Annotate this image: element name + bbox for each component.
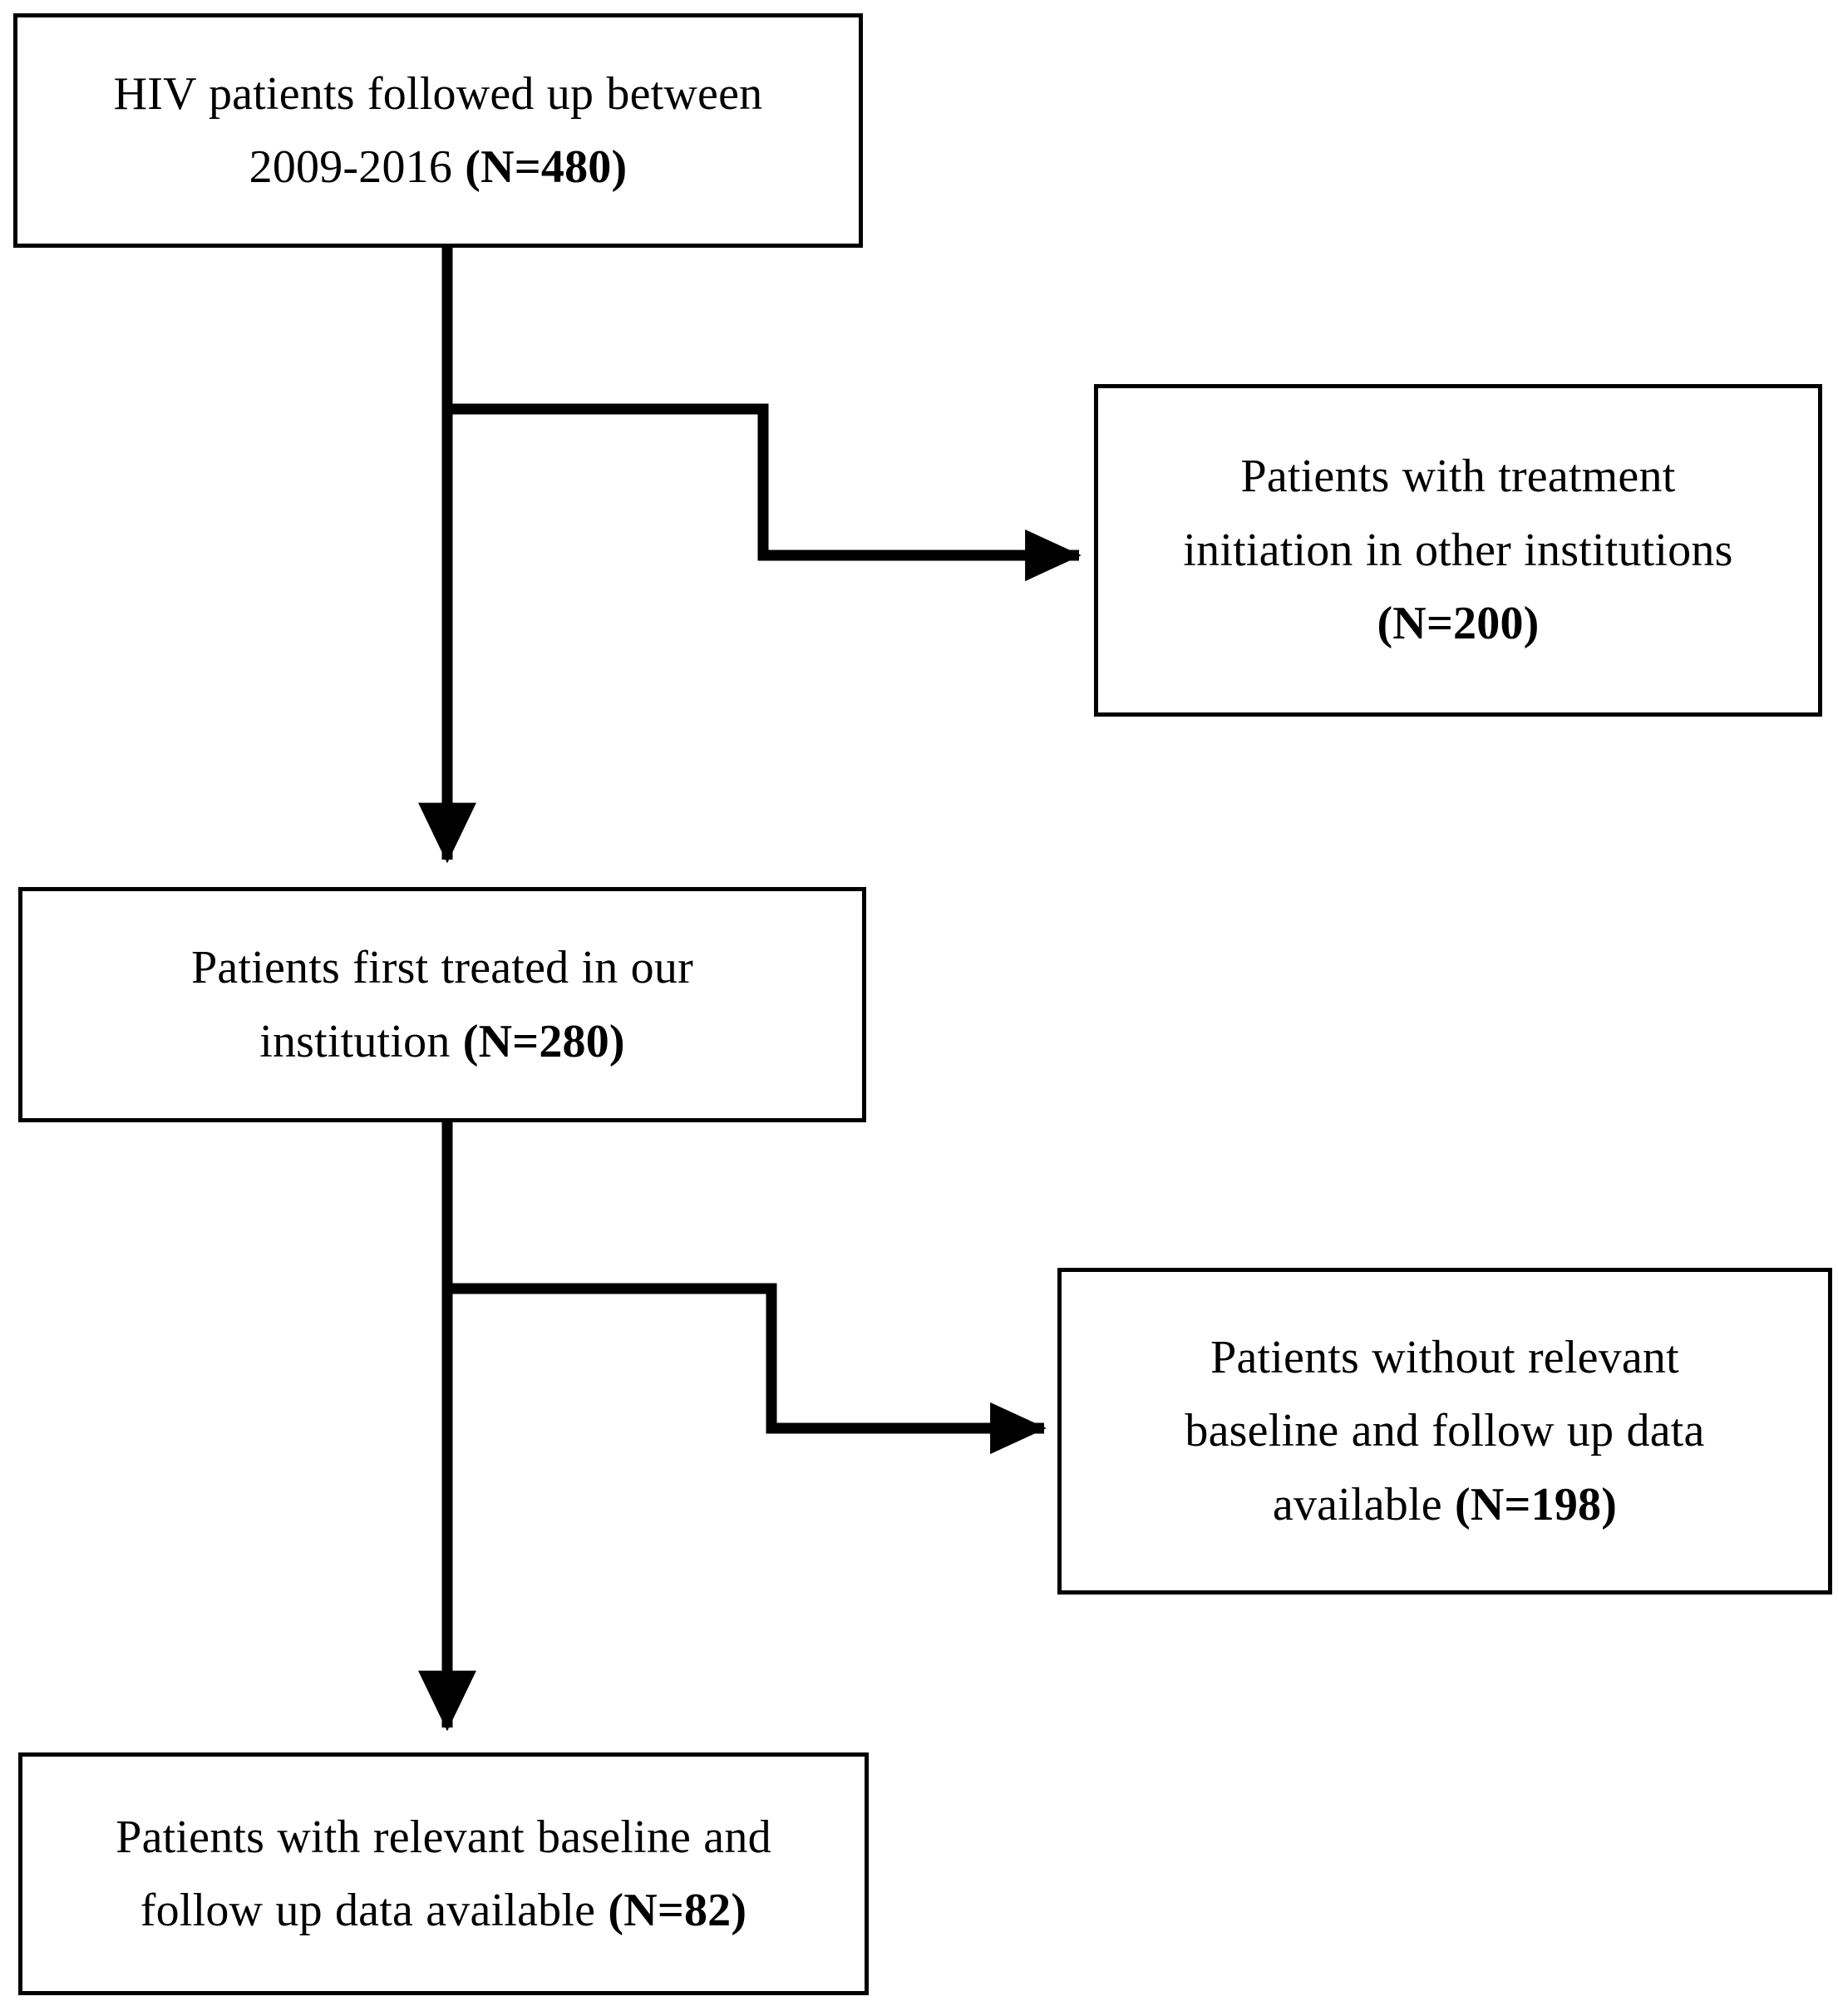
node-hiv-patients-followed-up: HIV patients followed up between 2009-20… — [13, 13, 863, 248]
node-excluded-2-line1: Patients without relevant — [1210, 1331, 1679, 1383]
node-patients-first-treated-text: Patients first treated in our institutio… — [165, 931, 720, 1078]
node-final-line1: Patients with relevant baseline and — [116, 1811, 771, 1863]
node-final-count: (N=82) — [608, 1885, 747, 1936]
node-patients-first-treated: Patients first treated in our institutio… — [18, 887, 866, 1122]
node-first-treated-line1: Patients first treated in our — [191, 942, 693, 994]
node-excluded-2-count: (N=198) — [1455, 1478, 1618, 1530]
node-enrolled-count: (N=480) — [465, 141, 628, 193]
node-enrolled-line2-prefix: 2009-2016 — [249, 141, 466, 193]
edge-first-treated-to-excluded-2 — [447, 1283, 1047, 1455]
node-excluded-treatment-elsewhere: Patients with treatment initiation in ot… — [1094, 384, 1822, 717]
node-first-treated-line2-prefix: institution — [259, 1015, 463, 1067]
node-patients-analysed-text: Patients with relevant baseline and foll… — [104, 1801, 783, 1948]
node-hiv-patients-followed-up-text: HIV patients followed up between 2009-20… — [92, 57, 785, 205]
edge-enrolled-to-excluded-1 — [447, 403, 1082, 582]
node-excluded-1-line2: initiation in other institutions — [1183, 524, 1733, 576]
node-excluded-1-line1: Patients with treatment — [1240, 451, 1676, 503]
node-enrolled-line1: HIV patients followed up between — [113, 67, 763, 120]
node-excluded-treatment-elsewhere-text: Patients with treatment initiation in ot… — [1165, 440, 1751, 660]
node-excluded-missing-data: Patients without relevant baseline and f… — [1057, 1268, 1832, 1595]
node-excluded-2-line3-prefix: available — [1272, 1478, 1456, 1530]
node-excluded-1-count: (N=200) — [1377, 598, 1540, 650]
node-excluded-2-line2: baseline and follow up data — [1185, 1405, 1705, 1457]
node-final-line2-prefix: follow up data available — [140, 1885, 609, 1936]
node-first-treated-count: (N=280) — [462, 1015, 625, 1067]
node-excluded-missing-data-text: Patients without relevant baseline and f… — [1170, 1321, 1719, 1541]
node-patients-analysed: Patients with relevant baseline and foll… — [18, 1752, 869, 1995]
